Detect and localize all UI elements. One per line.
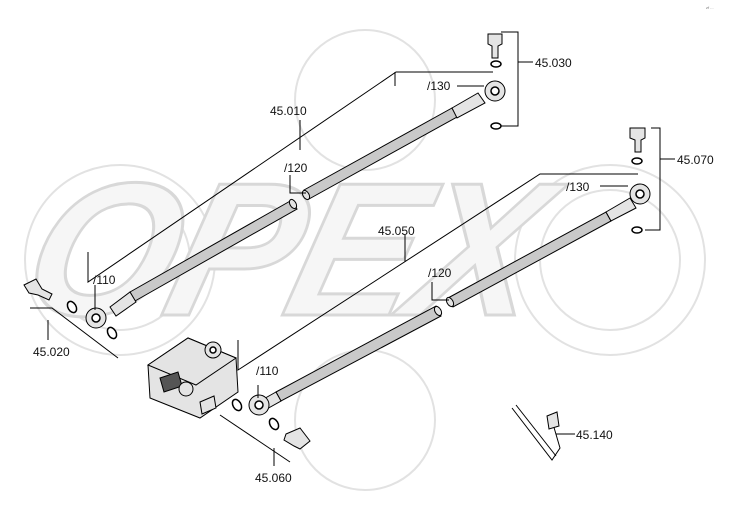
banjo-fitting-lower	[231, 394, 311, 450]
corner-mark: zf ...	[706, 5, 714, 10]
callout-130-mid: /130	[566, 180, 590, 194]
callout-45020: 45.020	[33, 345, 70, 359]
callout-45050: 45.050	[378, 224, 415, 238]
callout-110-mid: /110	[256, 364, 279, 378]
banjo-fitting-top	[484, 33, 506, 130]
pipe-45010	[109, 92, 486, 317]
callout-45070: 45.070	[677, 153, 714, 167]
banjo-fitting-right	[629, 127, 651, 234]
watermark-text: OPEX	[6, 143, 579, 356]
cable-tie	[511, 404, 561, 461]
valve-block	[146, 337, 239, 419]
banjo-fitting-left	[23, 278, 118, 340]
callout-45030: 45.030	[535, 56, 572, 70]
callout-45140: 45.140	[576, 428, 613, 442]
callout-120-top: /120	[284, 161, 308, 175]
callout-110-left: /110	[93, 273, 116, 287]
callout-45010: 45.010	[270, 104, 307, 118]
callout-45060: 45.060	[255, 471, 292, 485]
watermark: OPEX	[5, 29, 706, 491]
leader-lines	[30, 31, 675, 466]
callouts: 45.030 /130 45.010 45.070 /120 /130 45.0…	[33, 56, 714, 485]
callout-120-mid: /120	[428, 266, 452, 280]
callout-130-top: /130	[427, 79, 451, 93]
